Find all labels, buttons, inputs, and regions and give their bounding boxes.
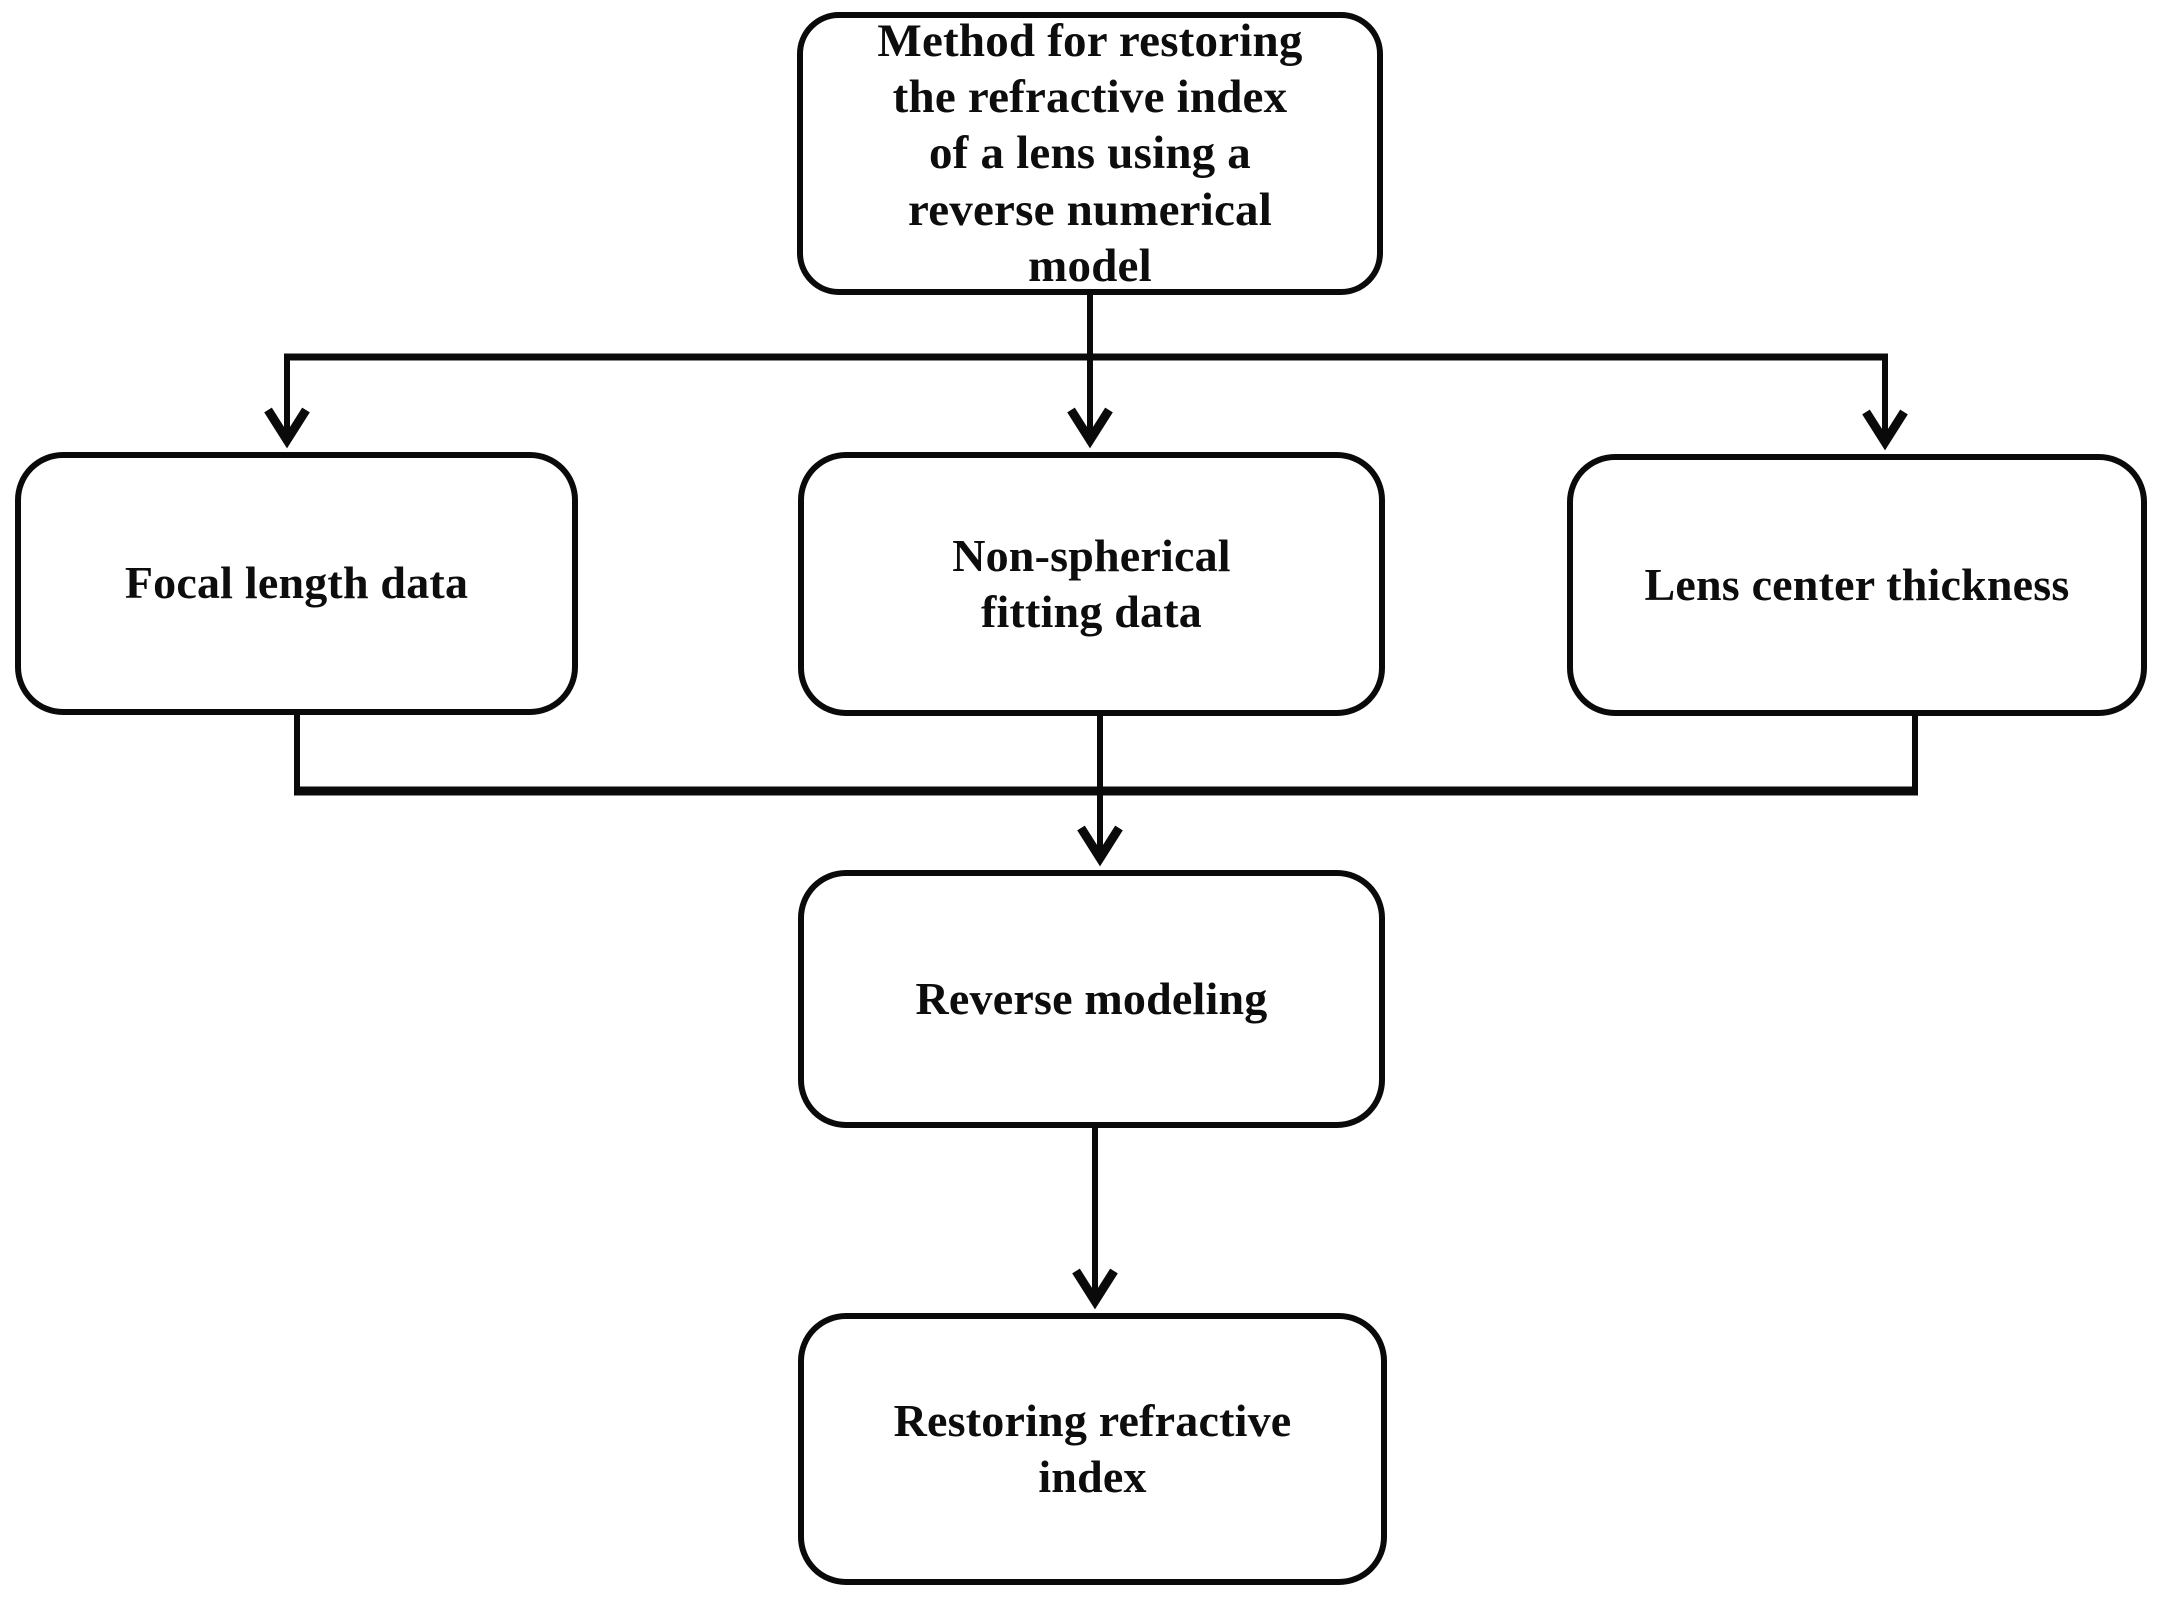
node-method-title-box: Method for restoring the refractive inde… xyxy=(797,12,1383,295)
node-method-title-label: Method for restoring the refractive inde… xyxy=(877,14,1303,293)
node-focal-length-data-box: Focal length data xyxy=(15,452,578,715)
node-focal-length-data-label: Focal length data xyxy=(124,557,469,609)
node-lens-center-thickness-label: Lens center thickness xyxy=(1644,558,2070,610)
node-lens-center-thickness-box: Lens center thickness xyxy=(1567,454,2147,716)
node-reverse-modeling-box: Reverse modeling xyxy=(798,870,1385,1128)
node-non-spherical-fitting-data-box: Non-spherical fitting data xyxy=(798,452,1385,716)
node-restoring-refractive-index-box: Restoring refractive index xyxy=(798,1313,1387,1585)
node-restoring-refractive-index-label: Restoring refractive index xyxy=(893,1394,1292,1502)
node-reverse-modeling-label: Reverse modeling xyxy=(915,972,1268,1024)
node-non-spherical-fitting-data-label: Non-spherical fitting data xyxy=(952,529,1231,637)
